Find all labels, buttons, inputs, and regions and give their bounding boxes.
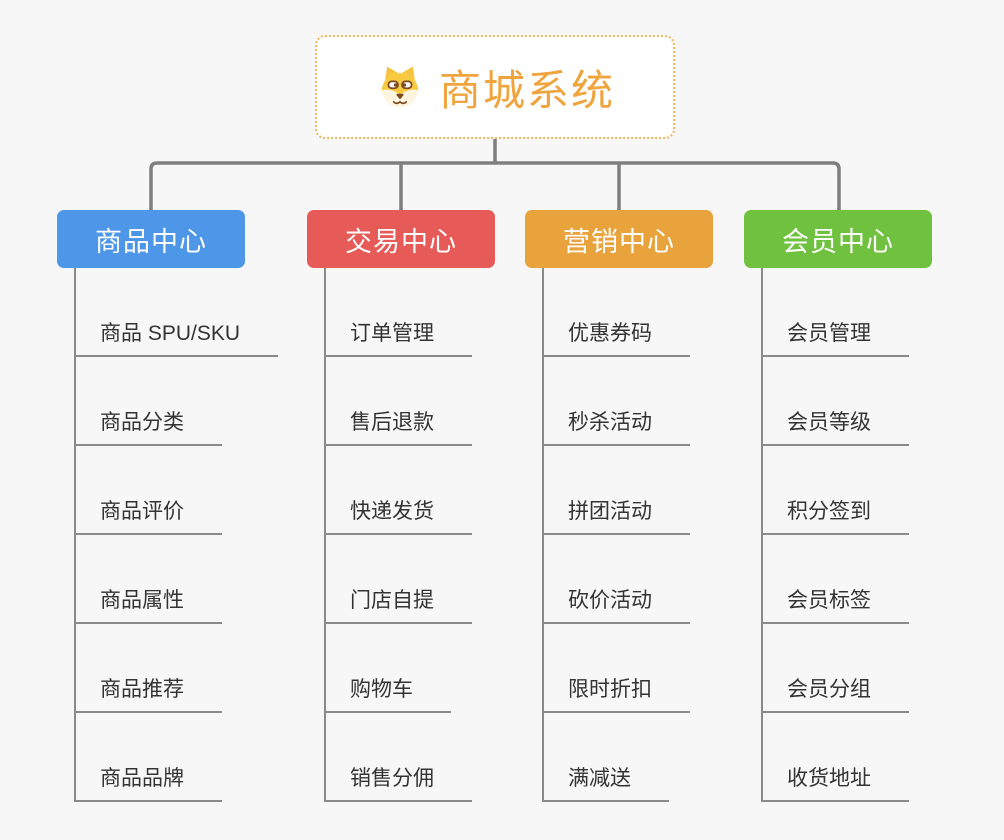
leaf-row: 门店自提 (324, 535, 495, 624)
leaf-topic-product-recommend[interactable]: 商品推荐 (74, 673, 222, 713)
root-topic-title: 商城系统 (438, 66, 615, 114)
leaf-topic-coupon-code[interactable]: 优惠券码 (542, 317, 690, 357)
dog-face-icon (381, 66, 418, 108)
leaf-topic-member-tag[interactable]: 会员标签 (761, 584, 909, 624)
leaf-topic-aftersale-refund[interactable]: 售后退款 (324, 406, 472, 446)
leaf-topic-store-pickup[interactable]: 门店自提 (324, 584, 472, 624)
branch-topic-member[interactable]: 会员中心 (744, 210, 932, 268)
branch-column-member: 会员中心 会员管理 会员等级 积分签到 会员标签 会员分组 收货地址 (744, 210, 932, 802)
leaf-topic-points-checkin[interactable]: 积分签到 (761, 495, 909, 535)
leaf-topic-sales-commission[interactable]: 销售分佣 (324, 762, 472, 802)
leaf-row: 商品评价 (74, 446, 245, 535)
leaf-topic-full-reduction[interactable]: 满减送 (542, 762, 669, 802)
branch-column-marketing: 营销中心 优惠券码 秒杀活动 拼团活动 砍价活动 限时折扣 满减送 (525, 210, 713, 802)
branch-children-marketing: 优惠券码 秒杀活动 拼团活动 砍价活动 限时折扣 满减送 (542, 268, 713, 802)
leaf-topic-shopping-cart[interactable]: 购物车 (324, 673, 451, 713)
leaf-row: 销售分佣 (324, 713, 495, 802)
leaf-row: 拼团活动 (542, 446, 713, 535)
leaf-row: 商品品牌 (74, 713, 245, 802)
leaf-row: 商品推荐 (74, 624, 245, 713)
leaf-topic-express-shipping[interactable]: 快递发货 (324, 495, 472, 535)
leaf-topic-shipping-address[interactable]: 收货地址 (761, 762, 909, 802)
branch-children-member: 会员管理 会员等级 积分签到 会员标签 会员分组 收货地址 (761, 268, 932, 802)
leaf-topic-time-limited-discount[interactable]: 限时折扣 (542, 673, 690, 713)
leaf-topic-member-management[interactable]: 会员管理 (761, 317, 909, 357)
leaf-topic-order-management[interactable]: 订单管理 (324, 317, 472, 357)
leaf-topic-member-group[interactable]: 会员分组 (761, 673, 909, 713)
leaf-row: 限时折扣 (542, 624, 713, 713)
leaf-row: 商品属性 (74, 535, 245, 624)
leaf-topic-bargain-activity[interactable]: 砍价活动 (542, 584, 690, 624)
leaf-row: 购物车 (324, 624, 495, 713)
leaf-row: 会员等级 (761, 357, 932, 446)
leaf-row: 优惠券码 (542, 268, 713, 357)
branch-children-trade: 订单管理 售后退款 快递发货 门店自提 购物车 销售分佣 (324, 268, 495, 802)
leaf-topic-product-brand[interactable]: 商品品牌 (74, 762, 222, 802)
leaf-row: 会员标签 (761, 535, 932, 624)
branch-topic-trade[interactable]: 交易中心 (307, 210, 495, 268)
leaf-topic-product-category[interactable]: 商品分类 (74, 406, 222, 446)
leaf-topic-product-spu-sku[interactable]: 商品 SPU/SKU (74, 317, 279, 357)
connector-path (149, 139, 841, 210)
leaf-row: 收货地址 (761, 713, 932, 802)
leaf-topic-member-level[interactable]: 会员等级 (761, 406, 909, 446)
leaf-row: 秒杀活动 (542, 357, 713, 446)
leaf-row: 商品分类 (74, 357, 245, 446)
leaf-row: 积分签到 (761, 446, 932, 535)
leaf-row: 满减送 (542, 713, 713, 802)
branch-column-trade: 交易中心 订单管理 售后退款 快递发货 门店自提 购物车 销售分佣 (307, 210, 495, 802)
leaf-topic-product-review[interactable]: 商品评价 (74, 495, 222, 535)
leaf-topic-product-attribute[interactable]: 商品属性 (74, 584, 222, 624)
leaf-row: 快递发货 (324, 446, 495, 535)
leaf-row: 商品 SPU/SKU (74, 268, 279, 357)
leaf-row: 订单管理 (324, 268, 495, 357)
branch-topic-marketing[interactable]: 营销中心 (525, 210, 713, 268)
leaf-row: 砍价活动 (542, 535, 713, 624)
branch-column-product: 商品中心 商品 SPU/SKU 商品分类 商品评价 商品属性 商品推荐 商品品牌 (57, 210, 279, 802)
leaf-row: 售后退款 (324, 357, 495, 446)
leaf-row: 会员管理 (761, 268, 932, 357)
leaf-row: 会员分组 (761, 624, 932, 713)
branch-topic-product[interactable]: 商品中心 (57, 210, 245, 268)
leaf-topic-flash-sale[interactable]: 秒杀活动 (542, 406, 690, 446)
branch-children-product: 商品 SPU/SKU 商品分类 商品评价 商品属性 商品推荐 商品品牌 (74, 268, 279, 802)
root-topic[interactable]: 商城系统 (315, 35, 675, 139)
leaf-topic-group-buy[interactable]: 拼团活动 (542, 495, 690, 535)
